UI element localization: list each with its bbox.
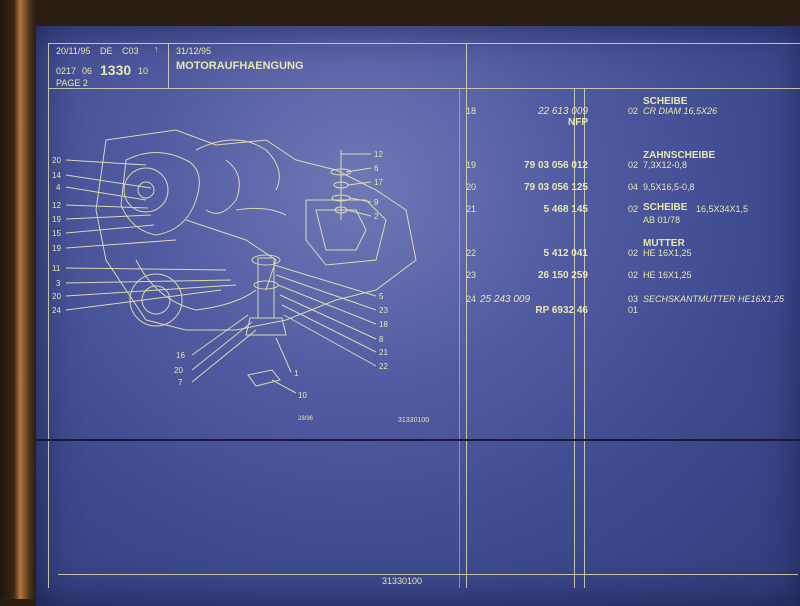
part-number: 26 150 259 bbox=[537, 270, 588, 281]
header-ref2: 06 bbox=[82, 66, 93, 76]
callout-11: 11 bbox=[52, 264, 61, 273]
part-number: 79 03 056 012 bbox=[524, 160, 588, 171]
quantity: 02 bbox=[628, 270, 639, 280]
page-title: MOTORAUFHAENGUNG bbox=[176, 60, 304, 72]
part-spec: 7,3X12-0,8 bbox=[643, 160, 688, 170]
outer-left-border bbox=[48, 43, 49, 588]
quantity: 02 bbox=[628, 106, 639, 116]
footer-code: 31330100 bbox=[382, 576, 423, 586]
callout-3: 3 bbox=[56, 279, 61, 288]
footer-line bbox=[58, 574, 798, 575]
part-number: 25 243 009 bbox=[480, 294, 531, 305]
callout-12-left: 12 bbox=[52, 201, 61, 210]
item-number: 24 bbox=[466, 294, 477, 304]
quantity: 03 bbox=[628, 294, 639, 304]
item-number: 22 bbox=[466, 248, 477, 258]
callout-20-mid: 20 bbox=[52, 292, 61, 301]
callout-16: 16 bbox=[176, 351, 185, 360]
callout-21: 21 bbox=[379, 348, 388, 357]
part-spec: SECHSKANTMUTTER HE16X1,25 bbox=[643, 294, 785, 304]
parts-row-24: 24 25 243 009 RP 6932 46 03 01 SECHSKANT… bbox=[460, 294, 800, 324]
part-name: SCHEIBE bbox=[643, 96, 688, 107]
callout-12-right: 12 bbox=[374, 150, 383, 159]
header-left-divider bbox=[168, 43, 169, 88]
diagram-stamp-code: 31330100 bbox=[398, 417, 429, 424]
header-group: 1330 bbox=[100, 62, 132, 78]
header-date2: 31/12/95 bbox=[176, 46, 212, 56]
callout-20-bottom: 20 bbox=[174, 366, 183, 375]
callout-7: 7 bbox=[178, 378, 183, 387]
part-spec: 9,5X16,5-0,8 bbox=[643, 182, 695, 192]
callout-14: 14 bbox=[52, 171, 61, 180]
part-number: 79 03 056 125 bbox=[524, 182, 588, 193]
column-divider-main bbox=[466, 43, 467, 588]
part-subcode: NFP bbox=[568, 117, 588, 128]
parts-row-22: 22 5 412 041 02 MUTTER HE 16X1,25 bbox=[460, 238, 800, 278]
microfiche-screen: 20/11/95 DE C03 ↑ 0217 06 1330 10 PAGE 2… bbox=[36, 26, 800, 606]
part-spec-2: AB 01/78 bbox=[643, 215, 681, 225]
callout-2: 2 bbox=[374, 212, 379, 221]
up-arrow-icon: ↑ bbox=[154, 44, 159, 54]
callout-8: 8 bbox=[379, 335, 384, 344]
quantity: 02 bbox=[628, 160, 639, 170]
callout-22: 22 bbox=[379, 362, 388, 371]
callout-5: 5 bbox=[379, 292, 384, 301]
column-divider-qty2 bbox=[584, 88, 585, 588]
callout-6: 6 bbox=[374, 164, 379, 173]
callout-4: 4 bbox=[56, 183, 61, 192]
column-divider-qty bbox=[574, 88, 575, 588]
part-name: ZAHNSCHEIBE bbox=[643, 150, 716, 161]
callout-1: 1 bbox=[294, 369, 299, 378]
item-number: 21 bbox=[466, 204, 477, 214]
header-ref: 0217 bbox=[56, 66, 77, 76]
outer-top-border bbox=[48, 43, 800, 44]
callout-19-b: 19 bbox=[52, 244, 61, 253]
engine-mount-diagram: 20 14 4 12 19 15 19 11 3 20 24 12 6 17 9… bbox=[52, 129, 429, 424]
callout-19-a: 19 bbox=[52, 215, 61, 224]
header-sub: 10 bbox=[138, 66, 149, 76]
item-number: 20 bbox=[466, 182, 477, 192]
diagram-stamp-date: 28/96 bbox=[298, 416, 314, 422]
callout-10: 10 bbox=[298, 391, 307, 400]
header-divider bbox=[48, 88, 800, 89]
item-number: 19 bbox=[466, 160, 477, 170]
callout-15: 15 bbox=[52, 229, 61, 238]
callout-9: 9 bbox=[374, 198, 379, 207]
part-spec: 16,5X34X1,5 bbox=[696, 204, 749, 214]
part-number: 22 613 009 bbox=[537, 106, 588, 117]
parts-row-19: 19 79 03 056 012 02 ZAHNSCHEIBE 7,3X12-0… bbox=[460, 150, 800, 190]
part-subcode: RP 6932 46 bbox=[535, 305, 588, 316]
quantity: 04 bbox=[628, 182, 639, 192]
item-number: 23 bbox=[466, 270, 477, 280]
header-code: C03 bbox=[122, 46, 139, 56]
header-date: 20/11/95 bbox=[56, 46, 91, 56]
part-spec: HE 16X1,25 bbox=[643, 270, 692, 280]
parts-row-23: 23 26 150 259 02 HE 16X1,25 bbox=[460, 270, 800, 300]
parts-row-20: 20 79 03 056 125 04 9,5X16,5-0,8 bbox=[460, 182, 800, 212]
callout-18: 18 bbox=[379, 320, 388, 329]
column-divider-2 bbox=[459, 88, 460, 588]
part-spec: HE 16X1,25 bbox=[643, 248, 692, 258]
part-number: 5 412 041 bbox=[543, 248, 589, 259]
part-spec: CR DIAM 16,5X26 bbox=[643, 106, 718, 116]
parts-row-18: 18 22 613 009 NFP 02 SCHEIBE CR DIAM 16,… bbox=[460, 96, 800, 136]
callout-20-top: 20 bbox=[52, 156, 61, 165]
part-name: SCHEIBE bbox=[643, 202, 688, 213]
quantity-sub: 01 bbox=[628, 305, 639, 315]
callout-24: 24 bbox=[52, 306, 61, 315]
item-number: 18 bbox=[466, 106, 477, 116]
parts-list: 18 22 613 009 NFP 02 SCHEIBE CR DIAM 16,… bbox=[460, 96, 800, 438]
parts-row-21: 21 5 468 145 02 SCHEIBE 16,5X34X1,5 AB 0… bbox=[460, 202, 800, 234]
part-number: 5 468 145 bbox=[543, 204, 589, 215]
header-page: PAGE 2 bbox=[56, 78, 88, 88]
callout-23: 23 bbox=[379, 306, 388, 315]
quantity: 02 bbox=[628, 248, 639, 258]
part-name: MUTTER bbox=[643, 238, 685, 249]
fiche-frame-separator bbox=[36, 439, 800, 441]
header-lang: DE bbox=[100, 46, 113, 56]
callout-17: 17 bbox=[374, 178, 383, 187]
quantity: 02 bbox=[628, 204, 639, 214]
